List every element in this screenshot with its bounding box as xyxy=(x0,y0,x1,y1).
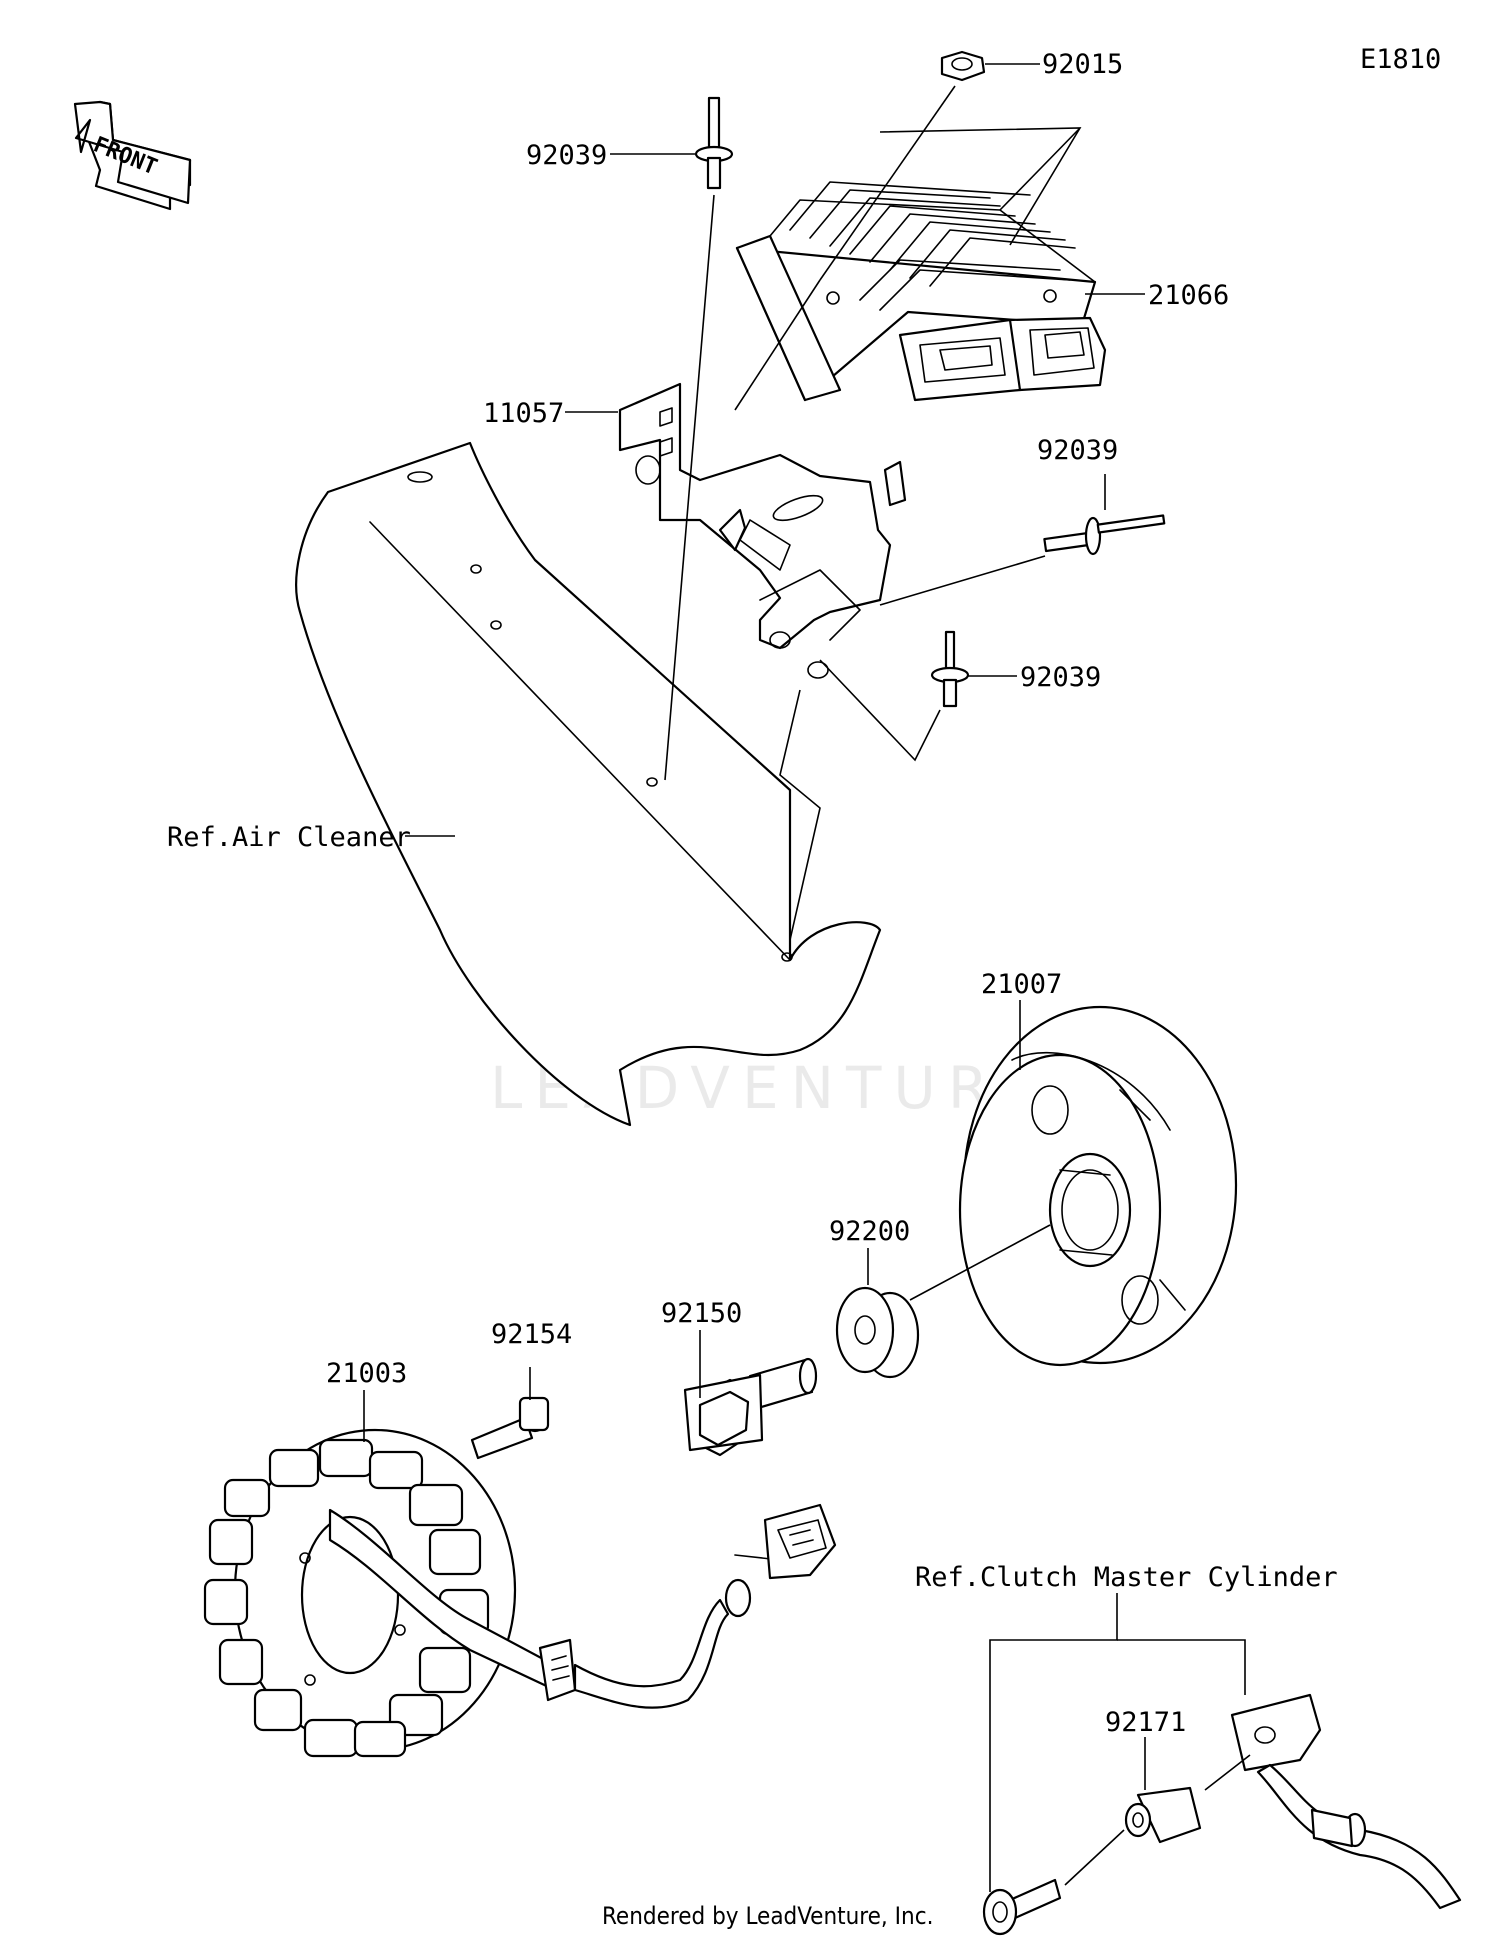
label-92039-mid: 92039 xyxy=(1020,662,1101,693)
label-21066: 21066 xyxy=(1148,280,1229,311)
bolt-92150 xyxy=(683,1357,818,1457)
label-ref-air-cleaner: Ref.Air Cleaner xyxy=(167,822,411,853)
diagram-code: E1810 xyxy=(1360,44,1441,75)
label-92154: 92154 xyxy=(491,1319,572,1350)
label-92039-top: 92039 xyxy=(526,140,607,171)
bolt-92154 xyxy=(470,1396,550,1460)
label-11057: 11057 xyxy=(483,398,564,429)
clutch-bolt xyxy=(982,1878,1062,1936)
label-21003: 21003 xyxy=(326,1358,407,1389)
front-arrow-icon: FRONT xyxy=(73,100,192,211)
label-92039-right: 92039 xyxy=(1037,435,1118,466)
label-92015: 92015 xyxy=(1042,49,1123,80)
label-ref-clutch-master-cylinder: Ref.Clutch Master Cylinder xyxy=(915,1562,1338,1593)
bolt-92039-mid xyxy=(930,630,970,708)
stator-21003 xyxy=(203,1428,837,1758)
washer-92200 xyxy=(835,1286,920,1379)
part-labels: 92015 92039 21066 11057 92039 92039 Ref.… xyxy=(167,49,1338,1738)
leader-lines xyxy=(363,63,1251,1892)
flywheel-21007 xyxy=(958,1005,1238,1367)
bolt-92039-top xyxy=(694,96,734,190)
bracket-11057 xyxy=(618,382,907,679)
nut-92015 xyxy=(940,50,986,82)
clutch-master-cylinder-ref xyxy=(1230,1693,1462,1910)
footer-credit: Rendered by LeadVenture, Inc. xyxy=(602,1902,933,1930)
label-92200: 92200 xyxy=(829,1216,910,1247)
regulator-rectifier xyxy=(735,181,1107,402)
air-cleaner-housing xyxy=(295,441,882,1127)
bolt-92039-right xyxy=(1043,514,1166,556)
bushing-92171 xyxy=(1124,1786,1202,1844)
label-92150: 92150 xyxy=(661,1298,742,1329)
label-92171: 92171 xyxy=(1105,1707,1186,1738)
label-21007: 21007 xyxy=(981,969,1062,1000)
